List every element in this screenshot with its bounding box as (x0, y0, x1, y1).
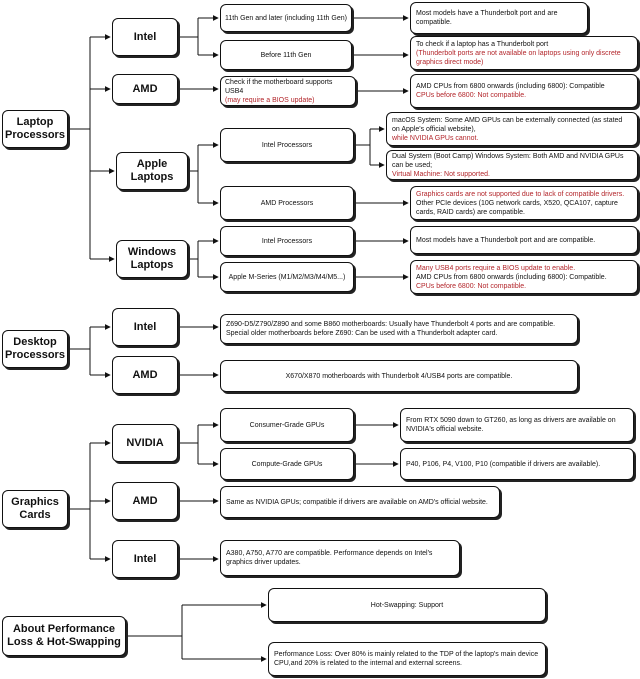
laptop-intel-label: Intel (133, 30, 157, 43)
graphics-compute-gpus-note: P40, P106, P4, V100, P10 (compatible if … (400, 448, 634, 480)
windows-intel-processors-label: Intel Processors (261, 237, 313, 245)
performance-category: About Performance Loss & Hot-Swapping (2, 616, 126, 656)
laptop-amd-check-warning: (may require a BIOS update) (225, 96, 315, 104)
graphics-nvidia-label: NVIDIA (126, 436, 164, 449)
desktop-intel-note: Z690-D5/Z790/Z890 and some B860 motherbo… (220, 314, 578, 344)
graphics-amd-label: AMD (132, 494, 158, 507)
apple-intel-bootcamp-note: Dual System (Boot Camp) Windows System: … (386, 150, 638, 180)
hot-swapping-note: Hot-Swapping: Support (268, 588, 546, 622)
laptop-intel-11th-gen-note: Most models have a Thunderbolt port and … (410, 2, 588, 34)
windows-apple-m-series-note: Many USB4 ports require a BIOS update to… (410, 260, 638, 294)
laptop-intel-before-11th-note: To check if a laptop has a Thunderbolt p… (410, 36, 638, 70)
graphics-nvidia-node: NVIDIA (112, 424, 178, 462)
windows-apple-m-series-node: Apple M-Series (M1/M2/M3/M4/M5...) (220, 262, 354, 292)
windows-apple-m-series-label: Apple M-Series (M1/M2/M3/M4/M5...) (228, 273, 346, 281)
graphics-consumer-gpus-label: Consumer-Grade GPUs (249, 421, 325, 429)
performance-loss-note-text: Performance Loss: Over 80% is mainly rel… (274, 651, 539, 667)
laptop-amd-note-text: AMD CPUs from 6800 onwards (including 68… (416, 83, 605, 90)
laptop-processors-category: Laptop Processors (2, 110, 68, 148)
graphics-compute-gpus-node: Compute-Grade GPUs (220, 448, 354, 480)
desktop-amd-note-text: X670/X870 motherboards with Thunderbolt … (285, 372, 513, 380)
apple-intel-macos-note: macOS System: Some AMD GPUs can be exter… (386, 112, 638, 146)
windows-apple-m-series-note-text: AMD CPUs from 6800 onwards (including 68… (416, 273, 607, 281)
graphics-consumer-gpus-note: From RTX 5090 down to GT260, as long as … (400, 408, 634, 442)
laptop-intel-before-11th-node: Before 11th Gen (220, 40, 352, 70)
desktop-processors-category: Desktop Processors (2, 330, 68, 368)
laptop-intel-before-11th-label: Before 11th Gen (260, 51, 312, 59)
windows-laptops-label: Windows Laptops (127, 246, 177, 271)
graphics-amd-note: Same as NVIDIA GPUs; compatible if drive… (220, 486, 500, 518)
apple-intel-bootcamp-note-text: Dual System (Boot Camp) Windows System: … (392, 152, 624, 169)
laptop-intel-11th-gen-label: 11th Gen and later (including 11th Gen) (225, 14, 347, 22)
laptop-intel-node: Intel (112, 18, 178, 56)
windows-apple-m-series-note-warning-1: Many USB4 ports require a BIOS update to… (416, 264, 576, 272)
windows-apple-m-series-note-warning-2: CPUs before 6800: Not compatible. (416, 282, 527, 290)
apple-intel-bootcamp-note-warning: Virtual Machine: Not supported. (392, 170, 490, 178)
graphics-cards-title: Graphics Cards (11, 496, 59, 521)
desktop-processors-title: Desktop Processors (5, 336, 65, 361)
performance-loss-note: Performance Loss: Over 80% is mainly rel… (268, 642, 546, 676)
laptop-amd-label: AMD (132, 82, 158, 95)
desktop-amd-label: AMD (132, 368, 158, 381)
graphics-consumer-gpus-note-text: From RTX 5090 down to GT260, as long as … (406, 417, 616, 433)
laptop-intel-11th-gen-node: 11th Gen and later (including 11th Gen) (220, 4, 352, 32)
apple-amd-processors-node: AMD Processors (220, 186, 354, 220)
laptop-intel-11th-gen-note-text: Most models have a Thunderbolt port and … (416, 10, 558, 26)
desktop-amd-node: AMD (112, 356, 178, 394)
apple-amd-note-warning: Graphics cards are not supported due to … (416, 190, 625, 198)
hot-swapping-note-text: Hot-Swapping: Support (370, 601, 444, 609)
windows-laptops-node: Windows Laptops (116, 240, 188, 278)
windows-intel-note: Most models have a Thunderbolt port and … (410, 226, 638, 254)
graphics-compute-gpus-label: Compute-Grade GPUs (251, 460, 323, 468)
graphics-intel-note: A380, A750, A770 are compatible. Perform… (220, 540, 460, 576)
apple-laptops-label: Apple Laptops (130, 158, 174, 183)
apple-amd-processors-label: AMD Processors (260, 199, 314, 207)
apple-intel-macos-note-warning: while NVIDIA GPUs cannot. (392, 134, 479, 142)
graphics-consumer-gpus-node: Consumer-Grade GPUs (220, 408, 354, 442)
laptop-intel-before-11th-note-text: To check if a laptop has a Thunderbolt p… (416, 40, 549, 48)
apple-laptops-node: Apple Laptops (116, 152, 188, 190)
apple-amd-note-text: Other PCIe devices (10G network cards, X… (416, 199, 618, 216)
apple-intel-macos-note-text: macOS System: Some AMD GPUs can be exter… (392, 116, 623, 133)
apple-intel-processors-node: Intel Processors (220, 128, 354, 162)
desktop-intel-label: Intel (133, 320, 157, 333)
graphics-cards-category: Graphics Cards (2, 490, 68, 528)
laptop-amd-note: AMD CPUs from 6800 onwards (including 68… (410, 74, 638, 108)
desktop-intel-note-line-2: Special older motherboards before Z690: … (226, 330, 498, 337)
laptop-amd-check-node: Check if the motherboard supports USB4(m… (220, 76, 356, 106)
graphics-compute-gpus-note-text: P40, P106, P4, V100, P10 (compatible if … (406, 460, 601, 468)
laptop-intel-before-11th-note-warning: (Thunderbolt ports are not available on … (416, 49, 621, 66)
laptop-amd-check-text: Check if the motherboard supports USB4 (225, 78, 333, 95)
apple-amd-note: Graphics cards are not supported due to … (410, 186, 638, 220)
graphics-amd-node: AMD (112, 482, 178, 520)
desktop-intel-node: Intel (112, 308, 178, 346)
windows-intel-processors-node: Intel Processors (220, 226, 354, 256)
performance-title: About Performance Loss & Hot-Swapping (7, 623, 121, 648)
graphics-intel-note-text: A380, A750, A770 are compatible. Perform… (226, 550, 433, 566)
desktop-intel-note-line-1: Z690-D5/Z790/Z890 and some B860 motherbo… (226, 321, 556, 328)
windows-intel-note-text: Most models have a Thunderbolt port and … (416, 236, 596, 244)
laptop-amd-node: AMD (112, 74, 178, 104)
apple-intel-processors-label: Intel Processors (261, 141, 313, 149)
graphics-intel-node: Intel (112, 540, 178, 578)
graphics-amd-note-text: Same as NVIDIA GPUs; compatible if drive… (226, 498, 488, 506)
graphics-intel-label: Intel (133, 552, 157, 565)
laptop-processors-title: Laptop Processors (5, 116, 65, 141)
laptop-amd-note-warning: CPUs before 6800: Not compatible. (416, 92, 527, 99)
desktop-amd-note: X670/X870 motherboards with Thunderbolt … (220, 360, 578, 392)
